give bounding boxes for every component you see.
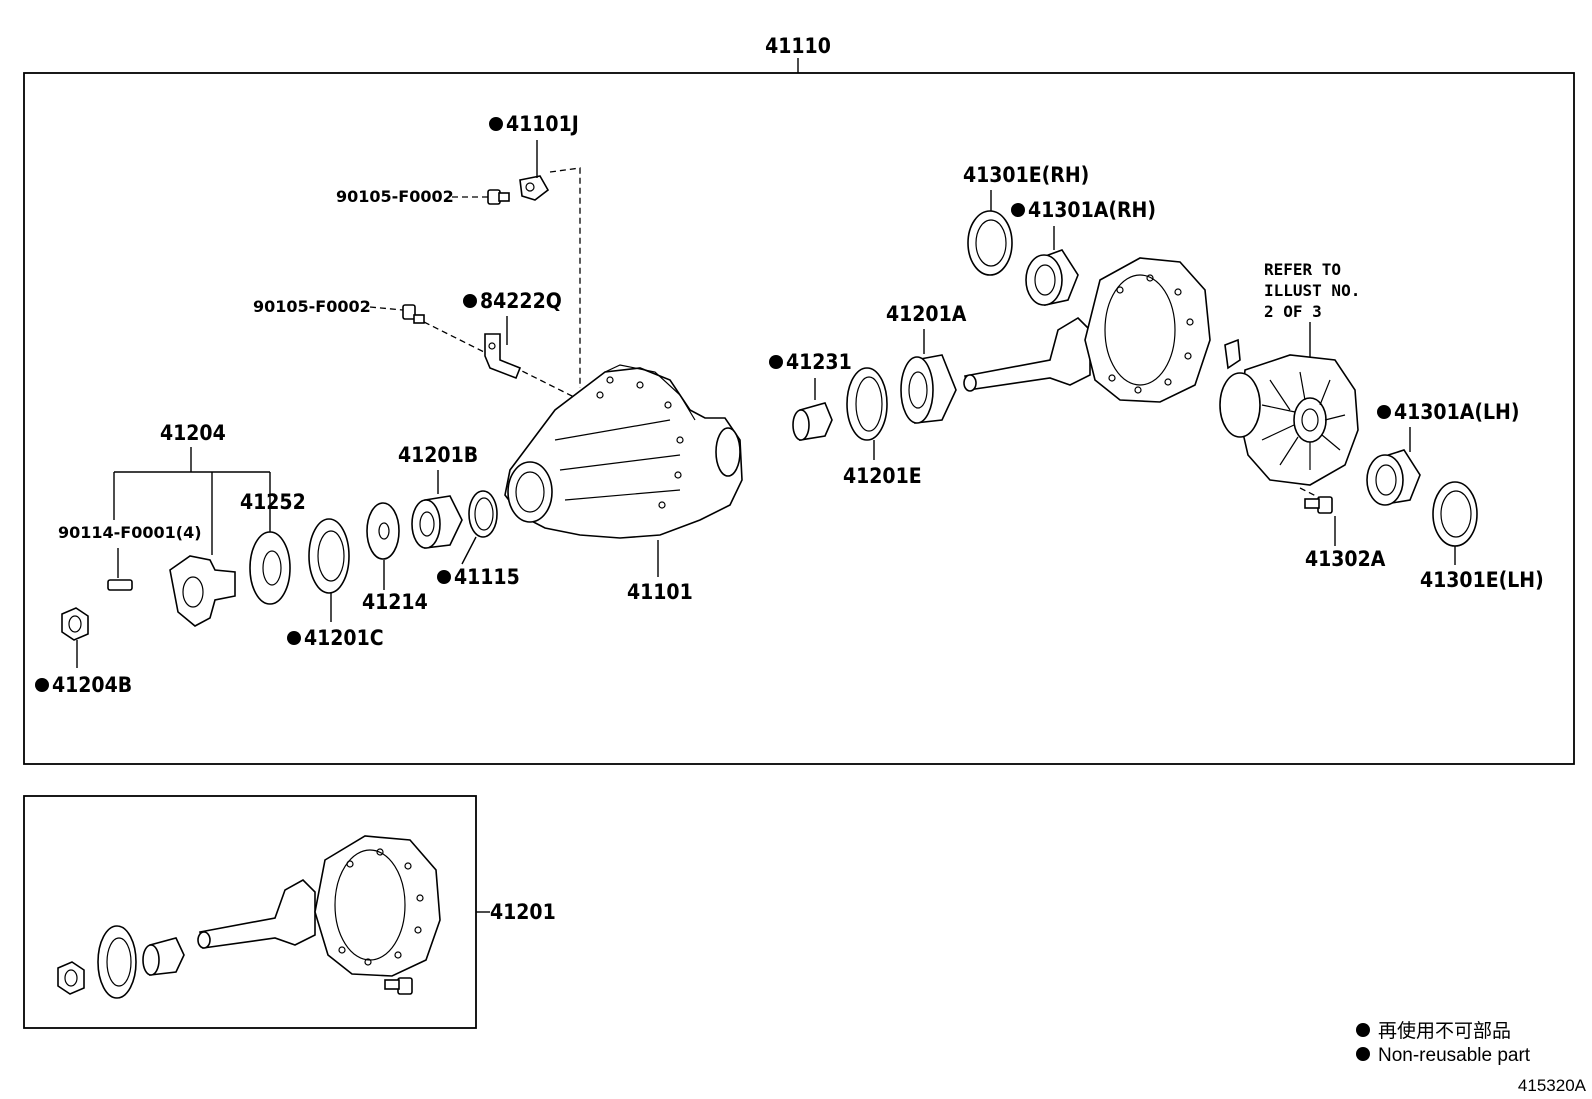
part-41201-kit-seal[interactable]	[97, 925, 137, 999]
part-41252-deflector[interactable]	[249, 531, 291, 605]
label-41101J: 41101J	[506, 112, 579, 136]
non-reusable-marker	[1377, 405, 1391, 419]
part-41301A-RH[interactable]	[1025, 249, 1079, 306]
label-41201E: 41201E	[843, 464, 922, 488]
label-90114: 90114-F0001(4)	[58, 523, 202, 542]
part-41204B-nut[interactable]	[61, 607, 89, 641]
part-41301E-LH[interactable]	[1432, 481, 1478, 547]
label-41101: 41101	[627, 580, 693, 604]
label-41302A: 41302A	[1305, 547, 1386, 571]
non-reusable-marker	[287, 631, 301, 645]
non-reusable-marker	[35, 678, 49, 692]
diagram-code: 415320A	[1518, 1076, 1587, 1095]
non-reusable-marker	[463, 294, 477, 308]
non-reusable-marker	[437, 570, 451, 584]
label-41204B: 41204B	[52, 673, 132, 697]
part-differential-case[interactable]	[1219, 338, 1359, 486]
label-41231: 41231	[786, 350, 852, 374]
part-41301E-RH[interactable]	[967, 210, 1013, 276]
part-41302A-bolt[interactable]	[1304, 496, 1333, 514]
label-41115: 41115	[454, 565, 520, 589]
part-41201-kit-spacer[interactable]	[142, 937, 185, 976]
label-41214: 41214	[362, 590, 428, 614]
part-41101-carrier[interactable]	[504, 364, 743, 539]
legend-line2: Non-reusable part	[1378, 1045, 1531, 1066]
part-41201C-seal[interactable]	[308, 518, 350, 594]
part-41101J[interactable]	[519, 175, 550, 201]
refer-note-line3: 2 OF 3	[1264, 302, 1322, 321]
refer-note-line1: REFER TO	[1264, 260, 1341, 279]
label-41301A-RH: 41301A(RH)	[1028, 198, 1156, 222]
refer-note-line2: ILLUST NO.	[1264, 281, 1360, 300]
part-bolt-90105-mid[interactable]	[402, 304, 425, 324]
part-41201-kit-ring-gear[interactable]	[197, 835, 441, 977]
label-84222Q: 84222Q	[480, 289, 562, 313]
label-41301E-LH: 41301E(LH)	[1420, 568, 1544, 592]
legend-line1: 再使用不可部品	[1378, 1020, 1511, 1042]
legend-marker	[1356, 1023, 1370, 1037]
label-41301A-LH: 41301A(LH)	[1394, 400, 1519, 424]
assembly-label-41110: 41110	[765, 34, 831, 58]
part-41301A-LH[interactable]	[1366, 449, 1421, 506]
part-41214-slinger[interactable]	[366, 502, 400, 560]
label-41201B: 41201B	[398, 443, 478, 467]
part-90114-stud[interactable]	[107, 579, 133, 591]
part-41115-spacer[interactable]	[468, 490, 498, 538]
part-41201B-bearing[interactable]	[411, 495, 463, 549]
non-reusable-marker	[1011, 203, 1025, 217]
part-ring-gear-pinion[interactable]	[963, 257, 1211, 403]
assembly-frame-41110	[23, 72, 1575, 765]
non-reusable-marker	[769, 355, 783, 369]
part-84222Q[interactable]	[484, 333, 522, 380]
label-41204: 41204	[160, 421, 226, 445]
part-41201A-bearing[interactable]	[900, 354, 957, 424]
label-41301E-RH: 41301E(RH)	[963, 163, 1089, 187]
label-90105-mid: 90105-F0002	[253, 297, 371, 316]
non-reusable-marker	[489, 117, 503, 131]
legend-marker	[1356, 1047, 1370, 1061]
label-41201: 41201	[490, 900, 556, 924]
part-bolt-90105-top[interactable]	[487, 189, 510, 205]
part-41201-kit-nut[interactable]	[57, 961, 85, 995]
label-41201C: 41201C	[304, 626, 384, 650]
part-41201E-washer[interactable]	[846, 367, 888, 441]
label-41201A: 41201A	[886, 302, 967, 326]
label-90105-top: 90105-F0002	[336, 187, 454, 206]
label-41252: 41252	[240, 490, 306, 514]
part-41231-spacer[interactable]	[792, 402, 833, 441]
part-41204-flange[interactable]	[169, 555, 236, 627]
part-41201-kit-bolt[interactable]	[384, 977, 413, 995]
